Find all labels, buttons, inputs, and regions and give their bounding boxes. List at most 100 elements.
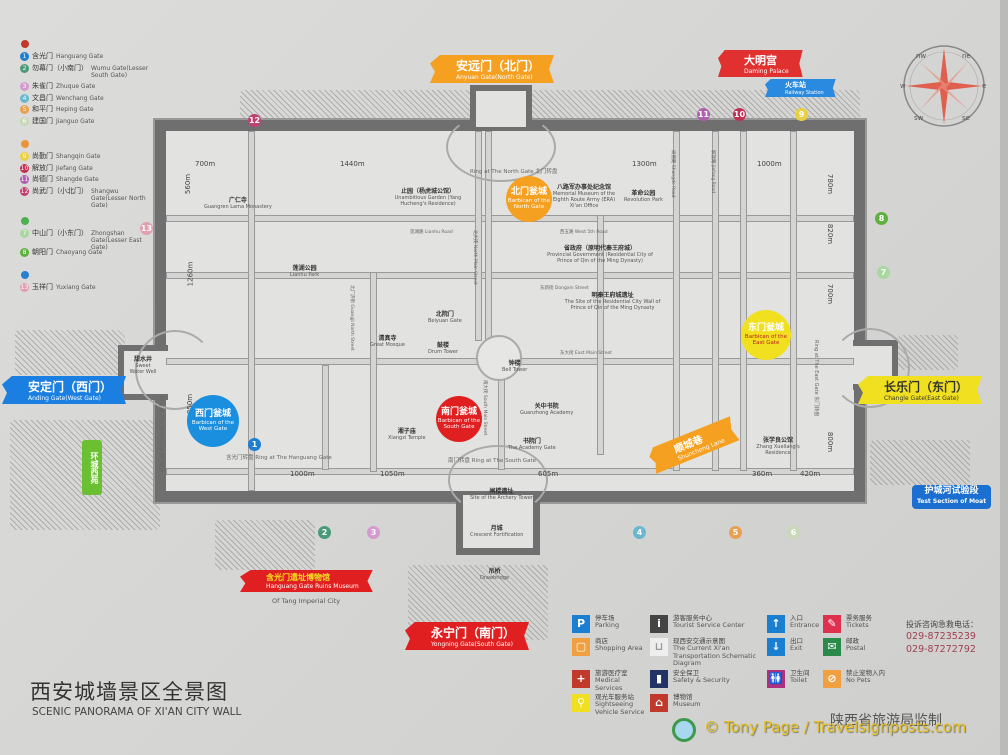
distance-label: 360m bbox=[752, 470, 773, 478]
gate-number-marker[interactable]: 9 bbox=[795, 108, 808, 121]
landmark-en: The Academy Gate bbox=[508, 445, 556, 452]
board-edge bbox=[1000, 0, 1008, 755]
gate-number-marker[interactable]: 1 bbox=[248, 438, 261, 451]
legend-en: Tourist Service Center bbox=[673, 621, 745, 630]
gate-number-marker[interactable]: 10 bbox=[733, 108, 746, 121]
gate-number-marker[interactable]: 2 bbox=[318, 526, 331, 539]
gate-number-marker[interactable]: 6 bbox=[787, 526, 800, 539]
daming-en: Daming Palace bbox=[744, 68, 789, 75]
gate-number-marker[interactable]: 4 bbox=[633, 526, 646, 539]
gate-number-marker[interactable]: 12 bbox=[248, 114, 261, 127]
landmark-zh: 钟楼 bbox=[508, 360, 521, 367]
barbican-north-zh: 北门瓮城 bbox=[510, 187, 547, 197]
legend-gate-zh: 朝阳门 bbox=[32, 247, 53, 256]
gate-number-marker[interactable]: 8 bbox=[875, 212, 888, 225]
gate-number-marker[interactable]: 5 bbox=[729, 526, 742, 539]
legend-gate-zh: 建国门 bbox=[32, 116, 53, 125]
east-gate-banner[interactable]: 长乐门（东门）Changle Gate(East Gate) bbox=[858, 376, 983, 404]
ring-south-label: 南门转盘 Ring at The South Gate bbox=[448, 458, 536, 464]
gate-number-marker[interactable]: 11 bbox=[697, 108, 710, 121]
legend-zh: 入口 bbox=[790, 614, 803, 622]
legend-zh: 商店 bbox=[595, 637, 608, 645]
ring-west-label: Ring at The West Gate 西门转盘 bbox=[158, 395, 164, 473]
barbican-north-en: Barbican of the North Gate bbox=[507, 197, 551, 211]
landmark-en: Memorial Museum of the Eighth Route Army… bbox=[552, 191, 616, 210]
exit-icon: ↓ bbox=[767, 638, 785, 656]
landmark-zh: 省政府（原明代秦王府城） bbox=[563, 245, 636, 252]
legend-en: Shopping Area bbox=[595, 644, 643, 653]
gate-number-marker[interactable]: 3 bbox=[367, 526, 380, 539]
landmark-en: Lianhu Park bbox=[290, 272, 320, 279]
street-label: 南大街 South Main Street bbox=[482, 380, 487, 436]
landmark-label[interactable]: 省政府（原明代秦王府城）Provincial Government (Resid… bbox=[545, 245, 655, 264]
south-gate-banner[interactable]: 永宁门（南门）Yongning Gate(South Gate) bbox=[405, 622, 530, 650]
barbican-west-en: Barbican of the West Gate bbox=[191, 419, 235, 433]
landmark-zh: 清真寺 bbox=[378, 335, 397, 342]
north-gate-banner[interactable]: 安远门（北门）Anyuan Gate(North Gate) bbox=[430, 55, 555, 83]
legend-gate-zh: 尚勤门 bbox=[32, 152, 53, 160]
landmark-en: Xiangzi Temple bbox=[388, 435, 426, 442]
daming-zh: 大明宫 bbox=[744, 54, 777, 67]
gate-number-marker[interactable]: 13 bbox=[140, 222, 153, 235]
gate-number-marker[interactable]: 7 bbox=[877, 266, 890, 279]
distance-label: 1000m bbox=[290, 470, 315, 478]
landmark-en: The Site of the Residential City Wall of… bbox=[564, 299, 661, 312]
medical-icon: + bbox=[572, 670, 590, 688]
huancheng-west-park-badge[interactable]: 环城西苑 bbox=[82, 440, 102, 495]
ring-east-gate bbox=[830, 328, 910, 408]
east-gate-zh: 长乐门（东门） bbox=[884, 380, 969, 394]
landmark-label[interactable]: 止园（杨虎城公馆）Unambitious Garden (Yang Huchen… bbox=[385, 188, 471, 207]
legend-gate-en: Zhuque Gate bbox=[56, 83, 96, 90]
contact-block: 投诉咨询急救电话： 029-87235239 029-87272792 bbox=[906, 620, 978, 656]
west-gate-banner[interactable]: 安定门（西门）Anding Gate(West Gate) bbox=[2, 376, 127, 404]
distance-label: 820m bbox=[826, 223, 835, 245]
legend-en: Museum bbox=[673, 700, 701, 709]
barbican-south-zh: 南门瓮城 bbox=[440, 407, 477, 417]
street-label: 西五路 West 5th Road bbox=[560, 230, 608, 235]
